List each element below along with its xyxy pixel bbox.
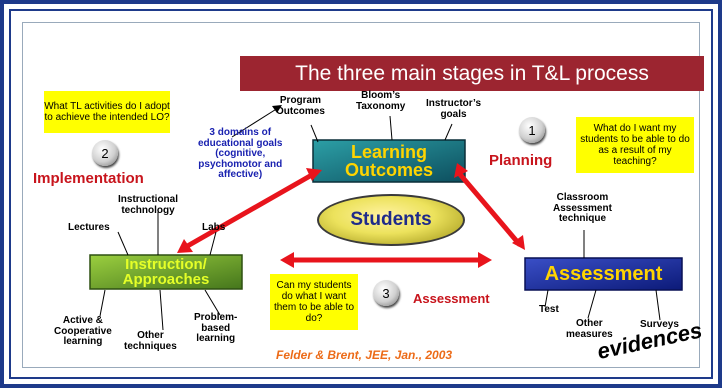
assessment-label: Assessment bbox=[544, 263, 663, 285]
instructor-goals-label: Instructor’s goals bbox=[426, 98, 482, 120]
problem-based-label: Problem- based learning bbox=[194, 312, 238, 344]
inner-frame bbox=[9, 9, 713, 379]
program-outcomes-arrow bbox=[231, 105, 282, 138]
instructional-technology-label: Instructional technology bbox=[118, 194, 179, 216]
planning-question: What do I want my students to be able to… bbox=[576, 117, 694, 173]
domains-note: 3 domains of educational goals (cognitiv… bbox=[198, 127, 283, 180]
thin-lines bbox=[99, 115, 661, 331]
assessment-step-label: Assessment bbox=[413, 291, 490, 306]
implementation-question: What TL activities do I adopt to achieve… bbox=[44, 91, 170, 133]
surveys-label: Surveys bbox=[640, 319, 679, 330]
assessment-question: Can my students do what I want them to b… bbox=[270, 274, 358, 330]
blooms-taxonomy-label: Bloom’s Taxonomy bbox=[356, 90, 406, 112]
students-ellipse: Students bbox=[317, 194, 465, 246]
other-measures-label: Other measures bbox=[566, 318, 613, 340]
arrow-instruction-to-outcomes bbox=[177, 168, 322, 253]
arrow-instruction-to-assessment bbox=[280, 252, 492, 268]
assessment-box bbox=[524, 257, 683, 291]
planning-label: Planning bbox=[489, 152, 553, 169]
implementation-badge: 2 bbox=[92, 140, 118, 166]
instruction-box bbox=[89, 254, 243, 290]
planning-badge: 1 bbox=[519, 117, 545, 143]
citation: Felder & Brent, JEE, Jan., 2003 bbox=[276, 348, 453, 362]
instruction-label: Instruction/ Approaches bbox=[122, 256, 210, 288]
arrow-outcomes-to-assessment bbox=[454, 163, 525, 250]
classroom-assessment-label: Classroom Assessment technique bbox=[553, 192, 612, 224]
other-techniques-label: Other techniques bbox=[124, 330, 177, 352]
implementation-label: Implementation bbox=[33, 170, 144, 187]
program-outcomes-label: Program Outcomes bbox=[276, 95, 325, 117]
assessment-badge: 3 bbox=[373, 280, 399, 306]
learning-outcomes-box bbox=[312, 139, 466, 183]
active-cooperative-label: Active & Cooperative learning bbox=[54, 315, 112, 347]
slide-title: The three main stages in T&L process bbox=[240, 56, 704, 91]
learning-outcomes-label: Learning Outcomes bbox=[344, 142, 434, 180]
labs-label: Labs bbox=[202, 222, 226, 233]
slide-border bbox=[22, 22, 700, 368]
lectures-label: Lectures bbox=[68, 222, 110, 233]
test-label: Test bbox=[539, 304, 559, 315]
